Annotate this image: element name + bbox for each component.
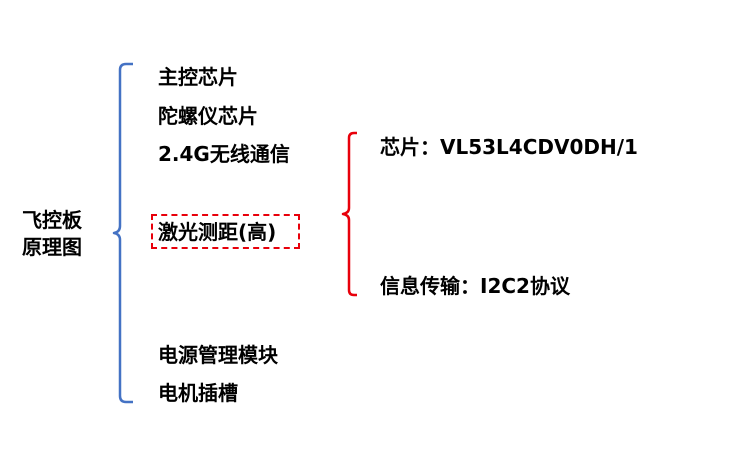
main-brace — [112, 62, 133, 404]
item-power-module: 电源管理模块 — [158, 343, 278, 367]
laser-highlight-box — [151, 214, 300, 249]
laser-detail-brace — [341, 131, 357, 297]
item-wireless: 2.4G无线通信 — [158, 142, 290, 166]
laser-protocol: 信息传输：I2C2协议 — [380, 274, 570, 298]
item-motor-slot: 电机插槽 — [158, 381, 238, 405]
item-laser-ranging: 激光测距(高) — [158, 220, 277, 244]
root-title-line2: 原理图 — [22, 235, 82, 259]
item-gyro-chip: 陀螺仪芯片 — [158, 104, 258, 128]
root-title: 飞控板 原理图 — [22, 207, 82, 261]
root-title-line1: 飞控板 — [22, 208, 82, 232]
laser-chip-model: 芯片：VL53L4CDV0DH/1 — [380, 135, 638, 159]
item-main-chip: 主控芯片 — [158, 65, 238, 89]
